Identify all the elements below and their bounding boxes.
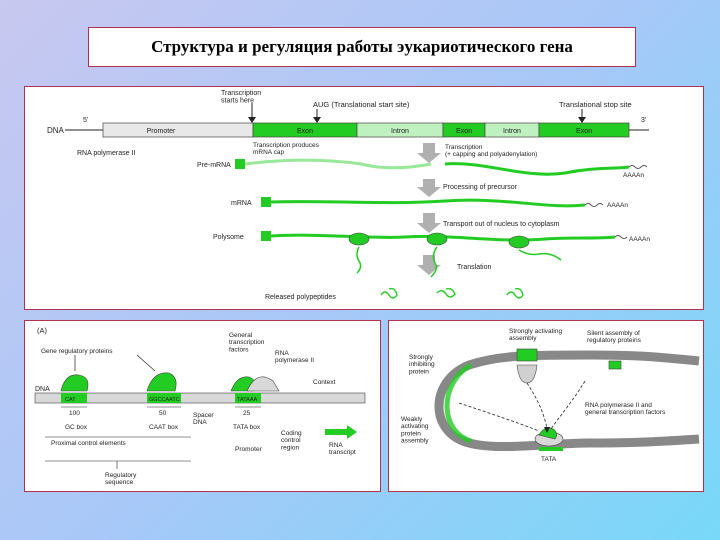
position-label: 100 [69, 410, 80, 417]
processing-label: Processing of precursor [443, 184, 518, 191]
panel-a-label: (A) [37, 326, 48, 335]
aaaa-label-3: AAAAn [629, 236, 650, 243]
arrowheads [544, 427, 550, 433]
caat-box-label: CAAT box [149, 424, 179, 431]
transport-label: Transport out of nucleus to cytoplasm [443, 221, 560, 228]
stop-label: Translational stop site [559, 100, 632, 109]
polysome-label: Polysome [213, 234, 244, 241]
dna-five-prime: 5' [83, 117, 88, 124]
title-box: Структура и регуляция работы эукариотиче… [88, 27, 636, 67]
rna-pol-label: RNA polymerase II [77, 150, 135, 157]
page-title: Структура и регуляция работы эукариотиче… [151, 37, 573, 56]
tata-box-element [235, 393, 261, 403]
process-arrows [417, 143, 441, 275]
polysome-cap [261, 231, 271, 241]
mrna-strand [270, 198, 586, 208]
promoter-label-a: Promoter [235, 446, 263, 453]
caat-box-element [147, 393, 181, 403]
dna-segment-promoter [102, 122, 254, 138]
dna-label: DNA [47, 126, 65, 135]
ribosomes [348, 232, 530, 249]
tata-box-label: TATA box [233, 424, 261, 431]
transcript-arrow [325, 425, 357, 439]
segment-label: Intron [391, 128, 409, 135]
seq-label: GGCCAATC [149, 397, 180, 403]
position-label: 50 [159, 410, 167, 417]
seq-label: CAT [65, 397, 76, 403]
segment-label: Promoter [147, 128, 176, 135]
position-label: 25 [243, 410, 251, 417]
processing-note: Transcription(+ capping and polyadenylat… [445, 144, 537, 158]
seq-label: TATAAA [237, 397, 258, 403]
dna-loop [434, 350, 700, 452]
segment-label: Exon [297, 128, 313, 135]
released-polypeptides [380, 287, 524, 299]
premrna-strand [244, 158, 432, 170]
segment-label: Intron [503, 128, 521, 135]
dna-bar [34, 392, 366, 404]
dna-label-a: DNA [35, 386, 50, 393]
proximal-label: Proximal control elements [51, 440, 127, 447]
premrna-label: Pre-mRNA [197, 162, 231, 169]
interaction-arrows [458, 380, 586, 432]
aaaa-label-1: AAAAn [623, 172, 644, 179]
dna-segment-exon-3 [538, 122, 630, 138]
regulatory-protein-blobs [60, 372, 280, 392]
translation-label: Translation [457, 264, 491, 271]
mrna-cap [261, 197, 271, 207]
released-label: Released polypeptides [265, 294, 336, 301]
mrna-label: mRNA [231, 200, 252, 207]
gene-regulatory-proteins-label: Gene regulatory proteins [41, 348, 113, 355]
segment-label: Exon [456, 128, 472, 135]
gc-box-label: GC box [65, 424, 88, 431]
tata-label-b: TATA [541, 456, 557, 463]
polysome-strand [270, 233, 616, 242]
aaaa-label-2: AAAAn [607, 202, 628, 209]
protein-assemblies [516, 348, 622, 447]
context-label: Context [313, 379, 336, 386]
aug-label: AUG (Translational start site) [313, 100, 410, 109]
dna-three-prime: 3' [641, 117, 646, 124]
tata-element [539, 447, 563, 451]
segment-label: Exon [576, 128, 592, 135]
premrna-cap [235, 159, 245, 169]
gc-box-element [61, 393, 87, 403]
